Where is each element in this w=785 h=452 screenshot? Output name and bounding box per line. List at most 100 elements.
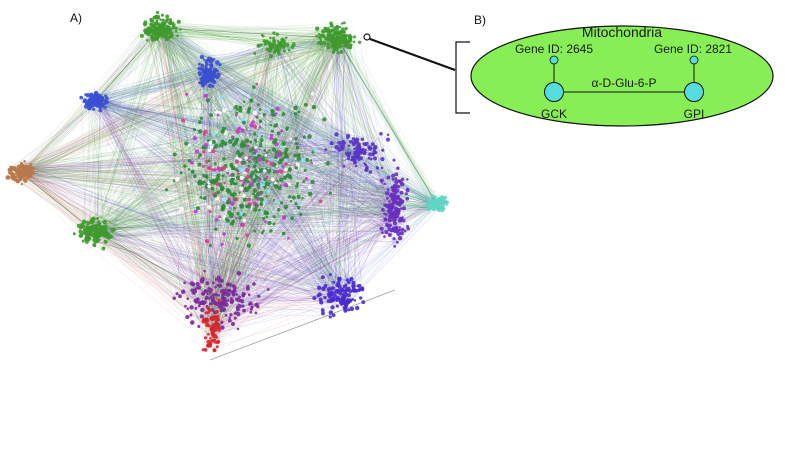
network-edge xyxy=(266,41,349,160)
network-node xyxy=(199,195,203,199)
network-node xyxy=(440,203,445,208)
network-edge xyxy=(285,152,301,203)
network-node xyxy=(399,219,402,223)
network-edge xyxy=(241,206,345,293)
network-node xyxy=(234,182,238,186)
network-node xyxy=(235,156,239,160)
network-edge xyxy=(19,169,232,176)
network-node xyxy=(281,141,286,146)
network-edge xyxy=(256,46,338,143)
network-edge xyxy=(229,119,325,315)
network-edge xyxy=(303,160,395,239)
network-edge xyxy=(208,40,267,183)
network-node xyxy=(253,194,258,199)
network-edge xyxy=(158,20,225,293)
network-node xyxy=(398,197,402,202)
network-edge xyxy=(168,26,296,115)
network-edge xyxy=(279,43,324,311)
network-node xyxy=(246,110,251,114)
network-node xyxy=(157,29,161,33)
network-edge xyxy=(166,36,227,153)
network-edge xyxy=(336,38,368,154)
network-node xyxy=(236,169,239,172)
network-edge xyxy=(22,74,219,172)
network-edge xyxy=(208,77,400,228)
network-node xyxy=(217,283,223,288)
network-node xyxy=(97,220,101,224)
network-edge xyxy=(208,71,266,151)
network-node xyxy=(237,126,241,131)
network-edge xyxy=(30,170,330,290)
network-edge xyxy=(91,234,398,243)
network-node xyxy=(247,144,250,148)
network-node xyxy=(239,186,244,191)
network-edge xyxy=(114,229,213,320)
network-edge xyxy=(17,40,279,182)
network-edge xyxy=(212,43,274,320)
network-node xyxy=(100,230,103,233)
network-edge xyxy=(269,44,347,295)
network-node xyxy=(381,148,385,152)
network-edge xyxy=(213,141,347,291)
network-node xyxy=(293,153,297,158)
network-edge xyxy=(211,142,396,224)
network-edge xyxy=(338,39,441,205)
network-edge xyxy=(90,167,240,233)
network-edge xyxy=(97,147,371,236)
network-edge xyxy=(338,156,355,280)
network-node xyxy=(240,128,245,133)
network-edge xyxy=(342,41,357,291)
network-edge xyxy=(210,72,387,217)
network-edge xyxy=(96,100,325,120)
network-edge xyxy=(103,37,333,234)
network-edge xyxy=(338,31,348,295)
network-edge xyxy=(198,142,236,288)
network-edge xyxy=(98,228,197,301)
network-edge xyxy=(158,19,213,341)
network-node xyxy=(259,138,264,143)
network-edge xyxy=(28,46,284,173)
network-edge xyxy=(148,32,439,205)
network-edge xyxy=(86,70,211,240)
network-edge xyxy=(173,25,268,153)
network-edge xyxy=(209,44,274,147)
network-node xyxy=(176,19,181,24)
network-node xyxy=(295,141,299,146)
network-node xyxy=(211,309,215,312)
network-edge xyxy=(23,37,271,168)
network-node xyxy=(253,229,257,233)
network-edge xyxy=(22,172,213,313)
network-edge xyxy=(93,75,211,102)
network-edge xyxy=(92,108,278,231)
network-edge xyxy=(154,17,209,346)
network-node xyxy=(187,143,191,147)
network-node xyxy=(392,237,396,241)
network-edge xyxy=(257,34,329,171)
network-node xyxy=(251,192,256,196)
network-node xyxy=(98,108,103,113)
network-edge xyxy=(88,104,438,207)
network-edge xyxy=(144,23,214,299)
network-node xyxy=(296,205,301,210)
network-edge xyxy=(90,48,272,233)
network-node xyxy=(336,28,340,31)
network-node xyxy=(211,132,216,137)
network-edge xyxy=(167,27,208,298)
network-edge xyxy=(276,48,334,289)
network-edge xyxy=(198,197,294,327)
network-edge xyxy=(209,68,346,292)
network-edge xyxy=(95,94,400,202)
network-edge xyxy=(102,232,197,301)
network-edge xyxy=(20,44,284,168)
network-edge xyxy=(328,33,402,200)
network-node xyxy=(290,216,295,221)
network-edge xyxy=(103,220,404,239)
network-node xyxy=(150,37,156,42)
network-node xyxy=(213,315,216,318)
network-node xyxy=(280,129,284,133)
network-edge xyxy=(212,75,227,219)
network-edge xyxy=(91,233,351,292)
network-node xyxy=(258,108,262,111)
network-edge xyxy=(27,149,367,168)
network-node xyxy=(349,306,355,312)
